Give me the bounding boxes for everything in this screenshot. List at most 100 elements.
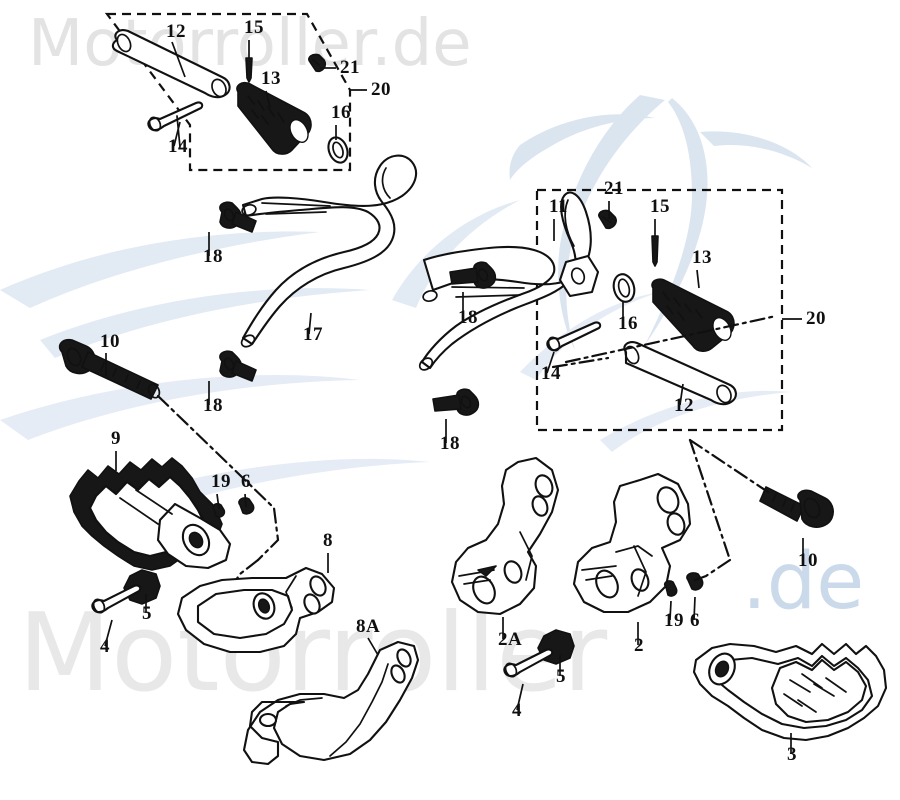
- callout-20: 20: [350, 79, 391, 100]
- callout-label-15: 15: [650, 196, 670, 217]
- callout-label-12: 12: [674, 395, 694, 416]
- part-15-cotter-pin-mid: [651, 235, 659, 267]
- callout-14: 14: [541, 351, 561, 384]
- group-boundary-top-left: [104, 12, 352, 172]
- swoosh-flourish-11: [600, 390, 790, 452]
- callout-label-6: 6: [690, 610, 700, 631]
- part-21-bushing-mid: [598, 209, 617, 230]
- part-19-washer-left: [212, 502, 226, 518]
- callout-19: 19: [211, 471, 231, 510]
- callout-label-20: 20: [371, 79, 391, 100]
- part-18-bolt-b: [449, 261, 497, 289]
- part-9-footpeg-left: [69, 457, 232, 571]
- callout-16: 16: [618, 302, 638, 334]
- callout-label-11: 11: [549, 196, 568, 217]
- part-18-bolt-d: [432, 388, 480, 416]
- callout-label-15: 15: [244, 17, 264, 38]
- callout-10: 10: [100, 331, 120, 376]
- callout-label-18: 18: [440, 433, 460, 454]
- callout-label-10: 10: [100, 331, 120, 352]
- callout-16: 16: [331, 102, 351, 140]
- callout-2A: 2A: [498, 617, 522, 650]
- swoosh-flourish-6: [40, 288, 370, 358]
- part-14-pin-mid: [546, 321, 602, 352]
- part-13-rubber-sleeve-mid: [651, 278, 735, 352]
- callout-label-14: 14: [541, 363, 561, 384]
- callout-6: 6: [241, 471, 251, 508]
- callout-14: 14: [168, 121, 188, 157]
- callout-4: 4: [100, 619, 113, 657]
- callout-20: 20: [782, 308, 826, 329]
- callout-10: 10: [798, 538, 818, 571]
- callout-9: 9: [111, 428, 121, 471]
- callout-label-12: 12: [166, 21, 186, 42]
- callout-15: 15: [244, 17, 264, 58]
- callout-8A: 8A: [356, 616, 380, 656]
- part-13-rubber-sleeve-top: [236, 81, 312, 155]
- part-15-cotter-pin-top: [245, 57, 253, 83]
- callout-leader-line: [696, 269, 700, 289]
- callout-label-5: 5: [142, 603, 152, 624]
- callout-leader-line: [546, 351, 555, 374]
- part-2-bracket: [572, 472, 692, 614]
- part-2A-bracket: [450, 456, 560, 616]
- swoosh-flourish-5: [0, 231, 320, 308]
- callout-label-18: 18: [203, 395, 223, 416]
- part-10-bolt-left: [58, 338, 161, 400]
- callout-leader-line: [679, 383, 684, 406]
- callout-label-19: 19: [664, 610, 684, 631]
- callout-label-9: 9: [111, 428, 121, 449]
- part-12-pin-top: [111, 29, 231, 99]
- part-12-pin-mid: [623, 341, 737, 406]
- part-18-bolt-a: [219, 201, 257, 233]
- callout-label-3: 3: [787, 744, 797, 765]
- callout-13: 13: [692, 247, 712, 289]
- part-4-bolt-left: [91, 584, 142, 614]
- callout-label-19: 19: [211, 471, 231, 492]
- callout-label-13: 13: [692, 247, 712, 268]
- callout-label-16: 16: [618, 313, 638, 334]
- callout-label-21: 21: [604, 178, 624, 199]
- swoosh-flourish-7: [0, 374, 360, 440]
- callout-label-8: 8: [323, 530, 333, 551]
- callout-label-16: 16: [331, 102, 351, 123]
- part-8-bracket-left: [176, 566, 336, 654]
- swoosh-flourish-1: [558, 95, 665, 350]
- part-18-bolt-c: [219, 350, 257, 382]
- assembly-axis-mid-2: [551, 356, 610, 369]
- callout-leader-line: [308, 312, 312, 335]
- callout-21: 21: [604, 178, 624, 219]
- part-11-shift-pedal: [418, 191, 600, 371]
- callout-label-2: 2: [634, 635, 644, 656]
- part-16-washer-top: [327, 136, 349, 164]
- callout-15: 15: [650, 196, 670, 236]
- callout-leader-line: [216, 493, 220, 510]
- callout-label-21: 21: [340, 57, 360, 78]
- callout-label-13: 13: [261, 68, 281, 89]
- callout-label-6: 6: [241, 471, 251, 492]
- callout-18: 18: [440, 419, 460, 454]
- callout-leader-line: [265, 90, 271, 108]
- callout-label-17: 17: [303, 324, 323, 345]
- part-5-rubber-stop-left: [123, 569, 161, 605]
- assembly-axis-right-1: [688, 438, 770, 494]
- callout-label-14: 14: [168, 136, 188, 157]
- callout-18: 18: [203, 381, 223, 416]
- callout-label-20: 20: [806, 308, 826, 329]
- group-boundary-mid-right: [535, 188, 784, 432]
- assembly-axis-right-3: [688, 558, 732, 584]
- callout-label-8A: 8A: [356, 616, 380, 637]
- callout-5: 5: [142, 594, 152, 624]
- swoosh-flourish-9: [392, 200, 520, 308]
- callout-12: 12: [166, 21, 186, 78]
- callout-5: 5: [556, 655, 566, 687]
- callout-leader-line: [516, 683, 524, 711]
- callout-11: 11: [549, 196, 568, 241]
- part-10-bolt-right: [759, 486, 834, 528]
- callout-leader-line: [669, 600, 672, 621]
- callout-13: 13: [261, 68, 281, 108]
- callout-label-2A: 2A: [498, 629, 522, 650]
- callout-leader-line: [244, 493, 247, 508]
- part-3-footpeg-right: [692, 642, 888, 742]
